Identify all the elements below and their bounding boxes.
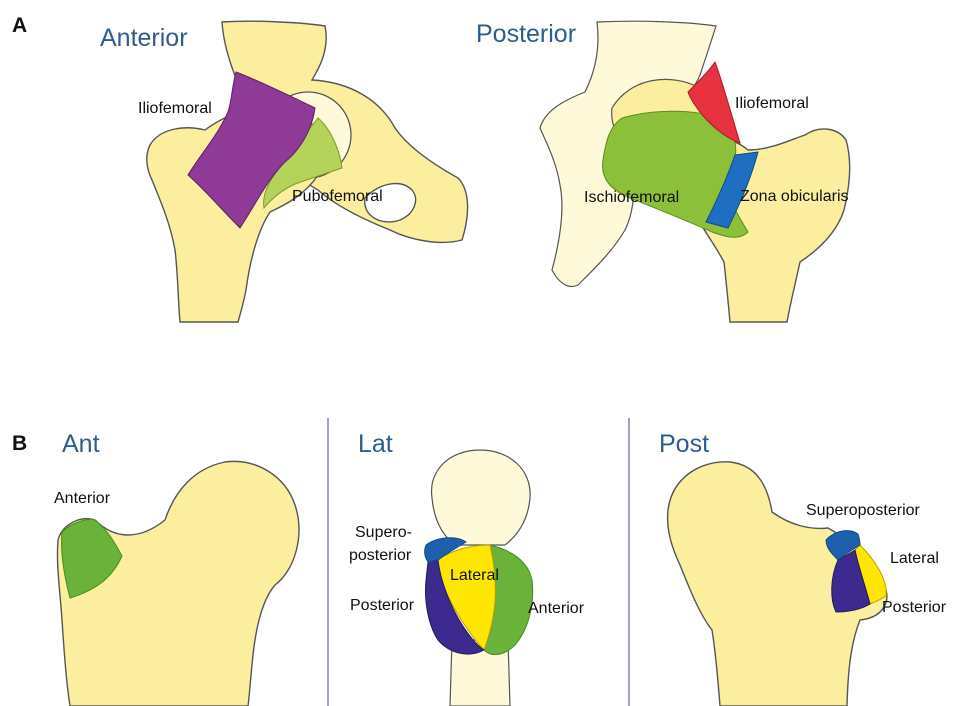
lat-anterior-label: Anterior <box>528 600 585 617</box>
ischiofemoral-label: Ischiofemoral <box>584 189 679 206</box>
post-posterior-label: Posterior <box>882 599 947 616</box>
anterior-title: Anterior <box>100 24 188 52</box>
post-lateral-label: Lateral <box>890 550 939 567</box>
ant-title: Ant <box>62 430 100 458</box>
zona-orbicularis-label: Zona obicularis <box>740 188 849 205</box>
lat-supero-label-line2: posterior <box>349 547 412 564</box>
iliofemoral-label-posterior: Iliofemoral <box>735 95 809 112</box>
lat-posterior-label: Posterior <box>350 597 415 614</box>
anterior-view: Anterior Iliofemoral Pubofemoral <box>100 21 468 322</box>
iliofemoral-label-anterior: Iliofemoral <box>138 100 212 117</box>
posterior-view: Posterior Iliofemoral Ischiofemoral Zona… <box>476 20 850 322</box>
pubofemoral-label: Pubofemoral <box>292 188 383 205</box>
lat-supero-label-line1: Supero- <box>355 524 412 541</box>
lat-femoral-head <box>432 450 531 545</box>
post-view: Post Superoposterior Lateral Posterior <box>659 430 947 706</box>
posterior-title: Posterior <box>476 20 576 48</box>
ant-view: Ant Anterior <box>54 430 299 706</box>
lat-title: Lat <box>358 430 393 458</box>
lat-view: Lat Supero- posterior Lateral Posterior … <box>349 430 585 706</box>
panel-b-letter: B <box>12 432 27 455</box>
panel-a-letter: A <box>12 14 27 37</box>
lat-lateral-label: Lateral <box>450 567 499 584</box>
post-superoposterior-label: Superoposterior <box>806 502 921 519</box>
post-title: Post <box>659 430 709 458</box>
ant-anterior-label: Anterior <box>54 490 111 507</box>
